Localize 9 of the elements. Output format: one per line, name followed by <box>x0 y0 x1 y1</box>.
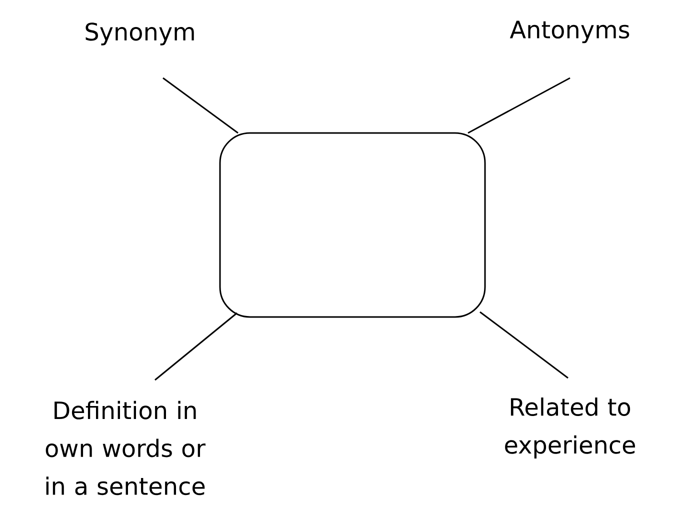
rounded-box <box>219 132 486 318</box>
connector-line <box>162 77 238 134</box>
spoke-label: Synonym <box>86 22 194 46</box>
connector-line <box>154 312 238 381</box>
spoke-label: Related to experience <box>505 398 635 458</box>
spoke-label: Definition in own words or in a sentence <box>46 400 206 496</box>
connector-line <box>480 311 568 379</box>
spoke-label: Antonyms <box>510 20 630 44</box>
connector-line <box>468 77 570 134</box>
